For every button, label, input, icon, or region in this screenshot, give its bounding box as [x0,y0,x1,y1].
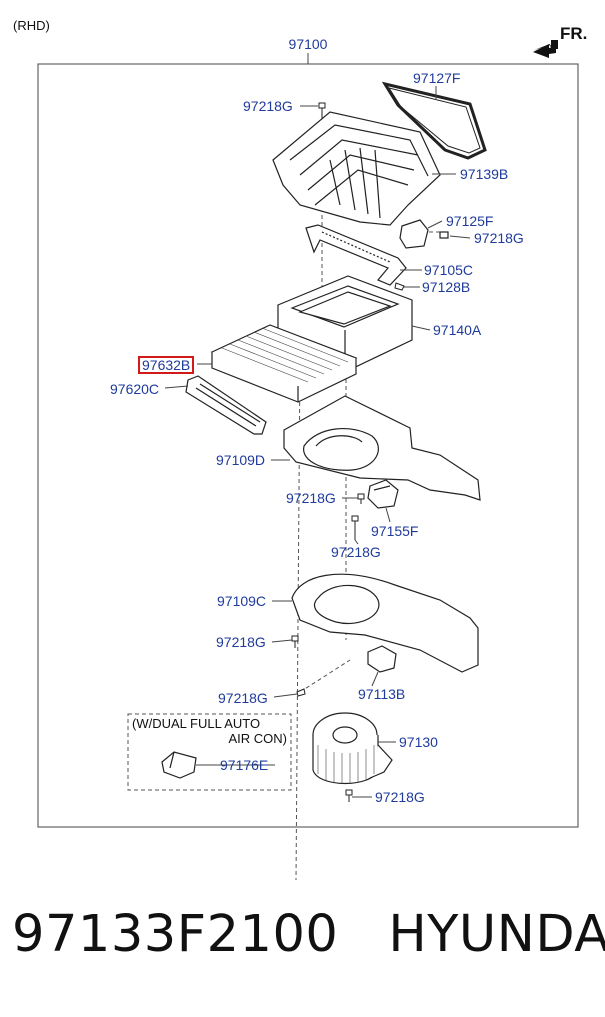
callout-97155F: 97155F [371,523,419,539]
callout-97109C: 97109C [217,593,267,609]
callout-97620C: 97620C [110,381,160,397]
gasket-part [381,81,487,160]
upper-case-part [272,111,441,226]
callout-97113B: 97113B [358,686,406,702]
fr-arrow-icon [534,40,558,50]
callout-97218G: 97218G [216,634,266,650]
direction-label: FR. [560,24,588,43]
bolts-mid [351,493,365,540]
callout-97140A: 97140A [433,322,482,338]
callout-97105C: 97105C [424,262,474,278]
part-number: 97133F2100 [12,905,339,964]
callout-97632B-highlighted: 97632B [138,356,195,374]
cabin-filter-part [210,324,358,403]
callout-97218G: 97218G [474,230,524,246]
upper-blower-case-part [283,395,481,501]
blower-motor-part [312,712,393,785]
clip-part [394,282,405,291]
callout-97109D: 97109D [216,452,266,468]
bolt-lower [291,635,306,697]
callout-97139B: 97139B [460,166,509,182]
bolt-bottom [345,789,353,802]
front-arrow-icon [533,44,556,58]
brand-name: HYUNDAI [388,905,605,964]
callout-97218G: 97218G [375,789,425,805]
callout-97218G: 97218G [243,98,293,114]
footer-caption: 97133F2100 HYUNDAI [12,905,605,964]
variant-note: (RHD) [13,18,50,33]
callout-97218G: 97218G [286,490,336,506]
callout-97218G: 97218G [331,544,381,560]
callout-97218G: 97218G [218,690,268,706]
resistor-part [367,479,399,509]
assembly-number-label: 97100 [288,36,328,52]
sensor-part [161,751,197,779]
lower-blower-case-part [291,573,479,673]
callout-97130: 97130 [399,734,438,750]
callout-97128B: 97128B [422,279,471,295]
option-note-line2: AIR CON) [228,731,288,746]
leader-lines [164,86,471,798]
callout-97176E: 97176E [220,757,269,773]
bracket-part [305,224,407,286]
actuator-part [399,219,449,249]
motor-fins [317,745,375,784]
module-part [367,645,397,673]
callout-97125F: 97125F [446,213,494,229]
filter-pleats [221,327,349,383]
filter-cover-part [185,375,267,435]
gasket-inner [387,87,481,154]
bolt-top [318,102,326,118]
option-note-line1: (W/DUAL FULL AUTO [132,716,261,731]
callout-97127F: 97127F [413,70,461,86]
